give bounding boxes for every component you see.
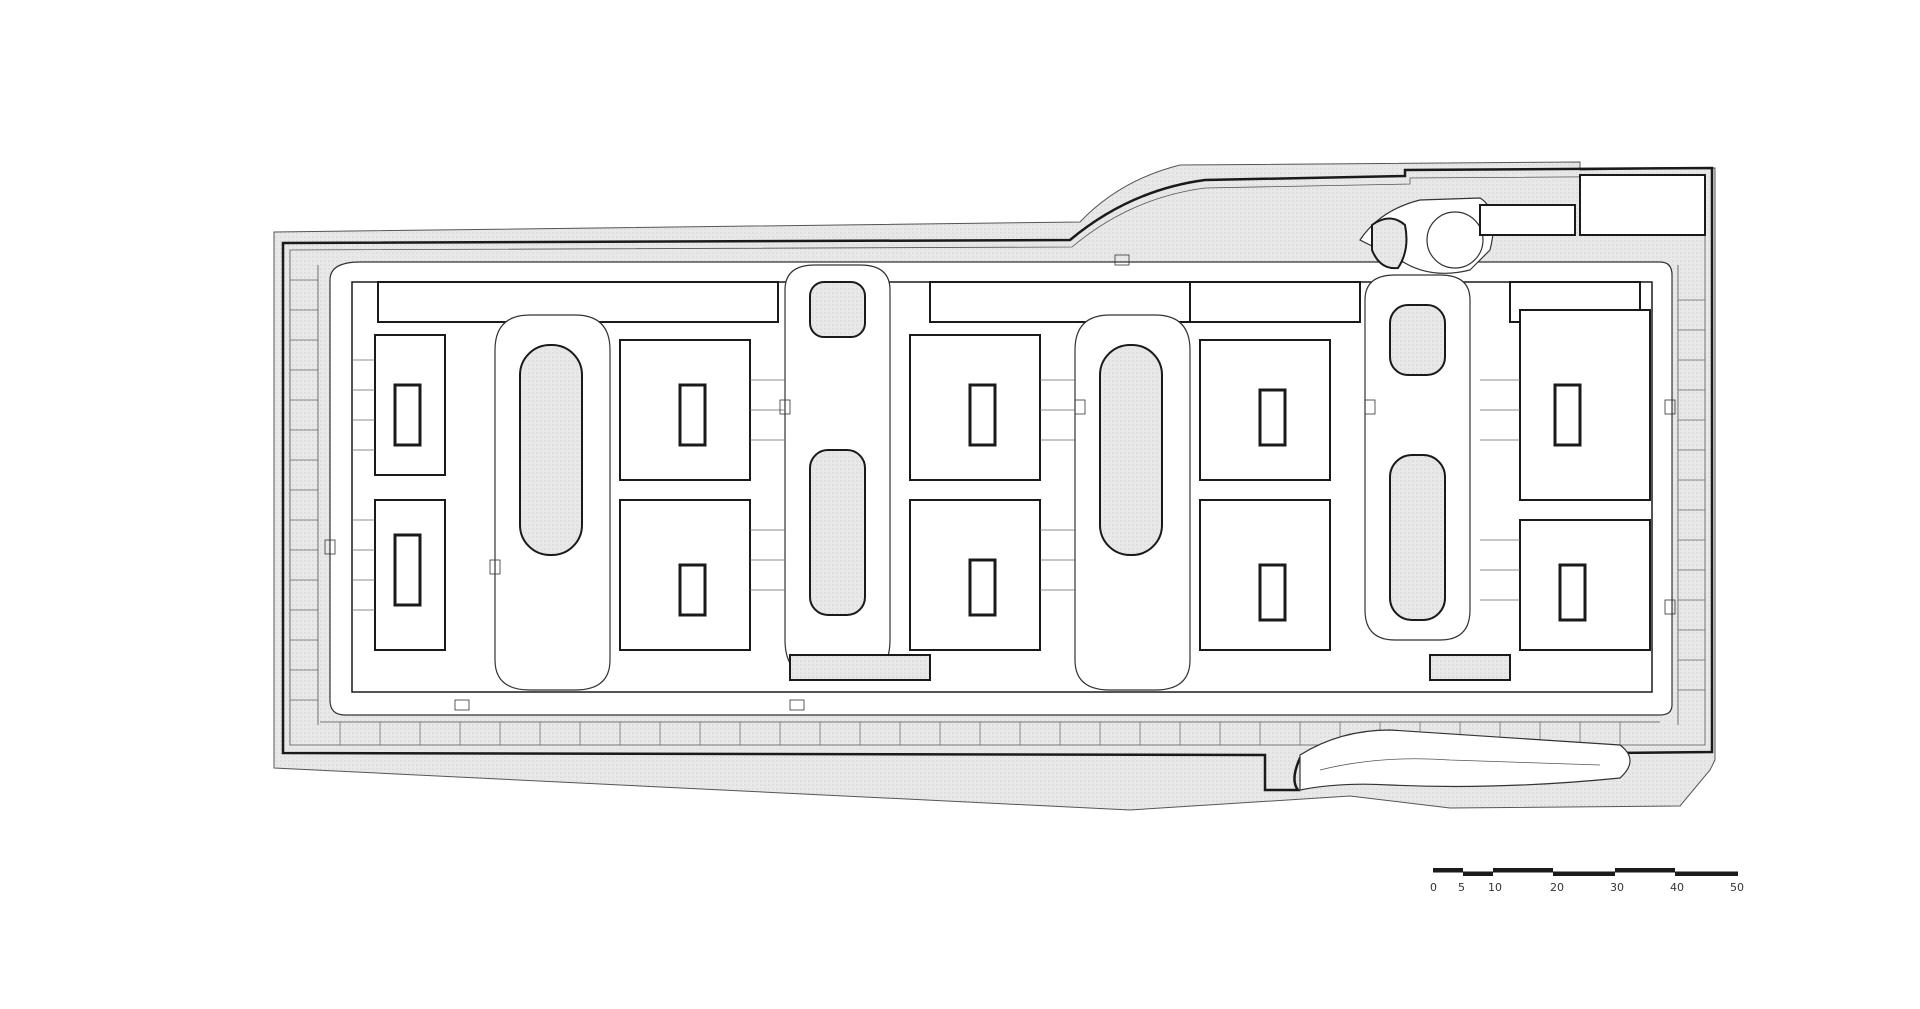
entrance-ramp bbox=[1359, 174, 1706, 274]
islands bbox=[519, 281, 1511, 681]
exit-ramp bbox=[1299, 729, 1631, 791]
building-cores bbox=[374, 309, 1651, 651]
scale-tick-0: 0 bbox=[1430, 881, 1437, 894]
perimeter-stalls-right bbox=[1677, 265, 1705, 725]
scale-bar: 0 5 10 20 30 40 50 bbox=[1430, 868, 1744, 894]
interior-stalls bbox=[352, 359, 1520, 611]
scale-tick-50: 50 bbox=[1730, 881, 1744, 894]
crosswalks bbox=[324, 254, 1676, 711]
perimeter-stalls-left bbox=[290, 265, 319, 725]
scale-tick-5: 5 bbox=[1458, 881, 1465, 894]
scale-tick-10: 10 bbox=[1488, 881, 1502, 894]
scale-tick-30: 30 bbox=[1610, 881, 1624, 894]
scale-tick-20: 20 bbox=[1550, 881, 1564, 894]
perimeter-stalls-bottom bbox=[320, 721, 1660, 745]
scale-tick-40: 40 bbox=[1670, 881, 1684, 894]
